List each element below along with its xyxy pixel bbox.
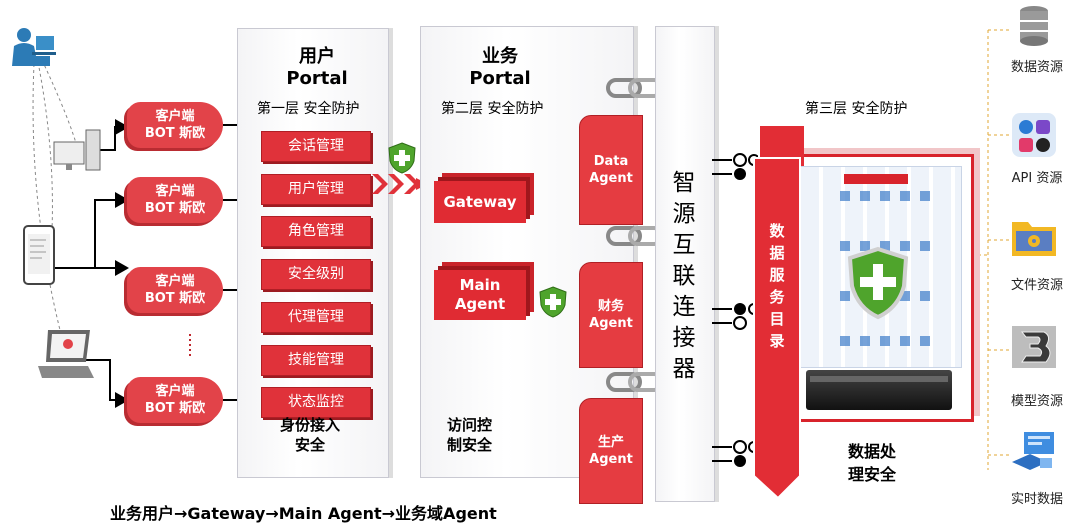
module-proxy: 代理管理 — [261, 302, 371, 333]
title-line: 业务 — [482, 46, 518, 67]
desktop-computer-icon — [53, 129, 101, 171]
client-sub: BOT 斯欧 — [144, 126, 206, 141]
production-agent: 生产 Agent — [579, 398, 643, 504]
resource-realtime-label: 实时数据 — [1010, 492, 1063, 507]
plug-icon — [712, 440, 758, 467]
module-security-level: 安全级别 — [261, 259, 371, 290]
agent-line: 财务 — [597, 299, 624, 314]
client-bot-2: 客户端 BOT 斯欧 — [127, 177, 223, 223]
client-sub: BOT 斯欧 — [144, 201, 206, 216]
module-skill: 技能管理 — [261, 345, 371, 376]
client-label: 客户端 — [155, 384, 195, 399]
module-user: 用户管理 — [261, 174, 371, 205]
shield-plus-icon — [539, 286, 567, 318]
main-agent-line: Agent — [454, 295, 506, 313]
layer1-label: 第一层 安全防护 — [257, 101, 360, 117]
layer2-label: 第二层 安全防护 — [441, 101, 544, 117]
gateway-box: Gateway — [434, 181, 526, 223]
realtime-screen-icon — [1012, 432, 1054, 470]
catalog-ribbon — [753, 157, 801, 500]
layer3-label: 第三层 安全防护 — [805, 101, 908, 117]
database-icon — [1020, 6, 1048, 46]
folder-gear-icon — [1012, 222, 1056, 256]
mcp-grid-icons — [840, 174, 930, 346]
catalog-label: 数据服务目录 — [769, 222, 785, 350]
client-label: 客户端 — [155, 109, 195, 124]
identity-security-label: 身份接入 安全 — [279, 416, 340, 454]
agent-line: Agent — [589, 316, 633, 331]
resource-model-label: 模型资源 — [1010, 394, 1063, 409]
user-at-desk-icon — [12, 28, 56, 66]
client-bot-3: 客户端 BOT 斯欧 — [127, 267, 223, 313]
finance-agent: 财务 Agent — [579, 262, 643, 368]
client-label: 客户端 — [155, 274, 195, 289]
access-security-label: 访问控 制安全 — [447, 416, 493, 454]
resource-file-label: 文件资源 — [1010, 278, 1063, 293]
connector-panel — [655, 26, 715, 502]
client-bot-1: 客户端 BOT 斯欧 — [127, 102, 223, 148]
client-label: 客户端 — [155, 184, 195, 199]
data-processing-security-label: 数据处 理安全 — [848, 442, 897, 484]
agent-line: 生产 — [597, 435, 624, 450]
module-role: 角色管理 — [261, 216, 371, 247]
client-sub: BOT 斯欧 — [144, 291, 206, 306]
model-3d-icon — [1012, 326, 1056, 368]
agent-line: Agent — [589, 171, 633, 186]
resource-api-label: API 资源 — [1011, 171, 1063, 186]
client-sub: BOT 斯欧 — [144, 401, 206, 416]
title-line: 用户 — [299, 46, 335, 67]
title-line: Portal — [286, 68, 348, 89]
connector-label: 智源互联连接器 — [672, 170, 696, 382]
agent-line: Agent — [589, 452, 633, 467]
flow-footer: 业务用户→Gateway→Main Agent→业务域Agent — [110, 504, 497, 523]
phone-icon — [23, 225, 55, 285]
client-bot-4: 客户端 BOT 斯欧 — [127, 377, 223, 423]
main-agent-line: Main — [459, 276, 501, 294]
title-line: Portal — [469, 68, 531, 89]
laptop-icon — [38, 330, 94, 378]
agent-line: Data — [593, 154, 629, 169]
server-rack-slot — [810, 376, 948, 382]
resource-data-label: 数据资源 — [1010, 60, 1063, 75]
shield-plus-icon — [388, 142, 416, 174]
shield-plus-icon — [847, 246, 909, 320]
module-session: 会话管理 — [261, 131, 371, 162]
module-status: 状态监控 — [261, 387, 371, 418]
api-apps-icon — [1012, 113, 1056, 157]
